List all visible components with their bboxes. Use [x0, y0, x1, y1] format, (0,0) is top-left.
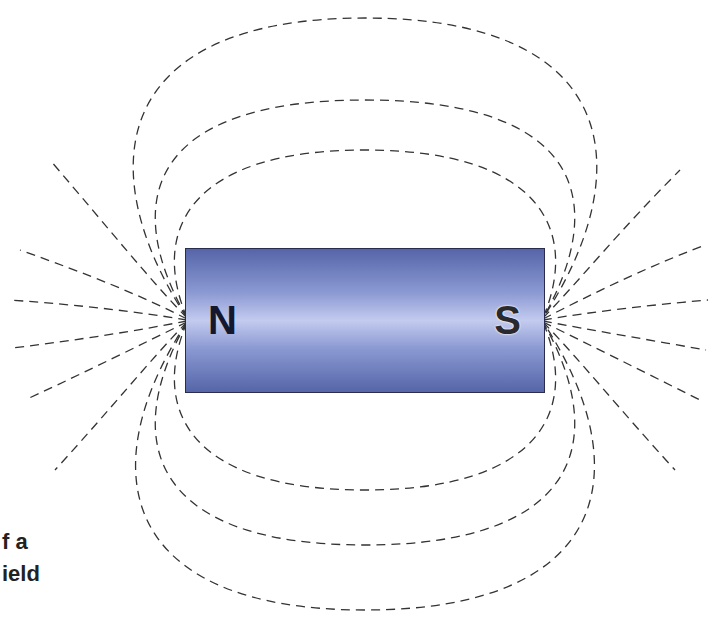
field-line [12, 321, 187, 348]
field-line [25, 322, 187, 400]
field-line [543, 245, 705, 319]
field-line [10, 300, 187, 320]
field-line [543, 322, 700, 400]
pole-label: N [208, 300, 237, 340]
field-line [55, 322, 187, 470]
field-line [543, 170, 680, 318]
bar-magnet: NS [185, 248, 545, 393]
field-line [20, 250, 187, 319]
caption-fragment: f a [2, 530, 28, 554]
field-line [543, 321, 706, 350]
pole-label: S [494, 300, 521, 340]
field-line [50, 160, 187, 318]
field-line [543, 322, 675, 470]
caption-fragment: ield [2, 562, 40, 586]
field-line [543, 300, 708, 320]
